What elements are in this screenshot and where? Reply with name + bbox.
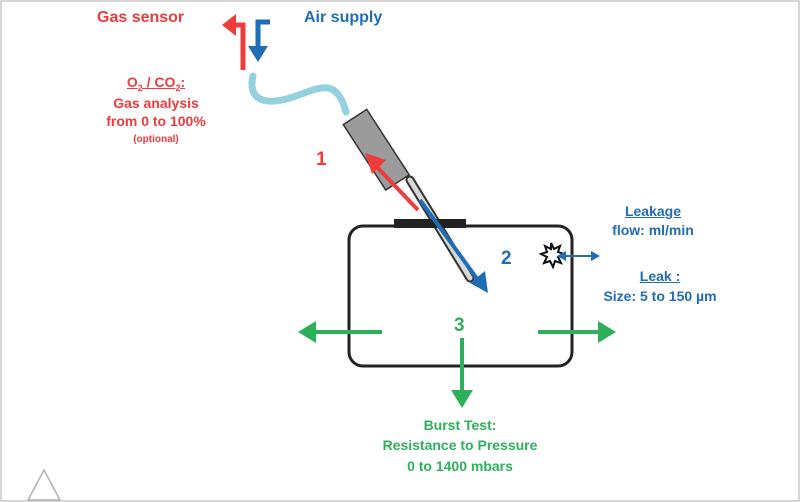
- extraction-arrowhead: [365, 153, 386, 174]
- gas-analysis-line1: Gas analysis: [113, 95, 199, 111]
- burst-test-line3: 0 to 1400 mbars: [407, 458, 513, 474]
- step-2-label: 2: [501, 248, 512, 269]
- gas-sensor-arrow: [234, 22, 246, 70]
- air-supply-arrow: [255, 19, 270, 48]
- air-supply-arrowhead: [248, 46, 268, 62]
- gas-sensor-label: Gas sensor: [97, 9, 185, 26]
- o2-text: O: [126, 74, 138, 90]
- leakage-value: flow: ml/min: [612, 222, 694, 238]
- step-3-label: 3: [454, 315, 465, 336]
- leak-title: Leak :: [639, 268, 681, 284]
- burst-arrowhead-down: [451, 390, 473, 408]
- leakage-arrowtail: [557, 251, 566, 261]
- burst-test-title: Burst Test:: [423, 417, 497, 433]
- gas-sensor-arrowhead: [222, 14, 236, 36]
- o2-co2-colon: :: [180, 74, 186, 90]
- optional-label: (optional): [133, 134, 179, 145]
- step-1-label: 1: [316, 149, 327, 170]
- injection-arrowhead: [470, 271, 488, 293]
- extraction-arrow: [373, 163, 420, 212]
- probe: [342, 108, 411, 192]
- o2-co2-title: O2 / CO2:: [96, 74, 216, 93]
- leak-star-icon: [538, 242, 567, 270]
- burst-arrowhead-right: [598, 321, 616, 343]
- co2-sub: 2: [175, 82, 181, 93]
- co2-text: / CO: [142, 74, 176, 90]
- gas-analysis-line2: from 0 to 100%: [106, 113, 206, 129]
- leak-value: Size: 5 to 150 µm: [603, 288, 717, 304]
- injection-arrow: [418, 198, 480, 282]
- o2-sub: 2: [137, 82, 143, 93]
- flexible-tube: [248, 72, 350, 116]
- septum: [394, 219, 466, 228]
- corner-triangle: [26, 468, 62, 501]
- leakage-title: Leakage: [624, 203, 682, 219]
- leakage-arrowhead: [591, 251, 600, 261]
- burst-test-line2: Resistance to Pressure: [382, 437, 538, 453]
- air-supply-label: Air supply: [304, 9, 383, 26]
- burst-arrowhead-left: [298, 321, 316, 343]
